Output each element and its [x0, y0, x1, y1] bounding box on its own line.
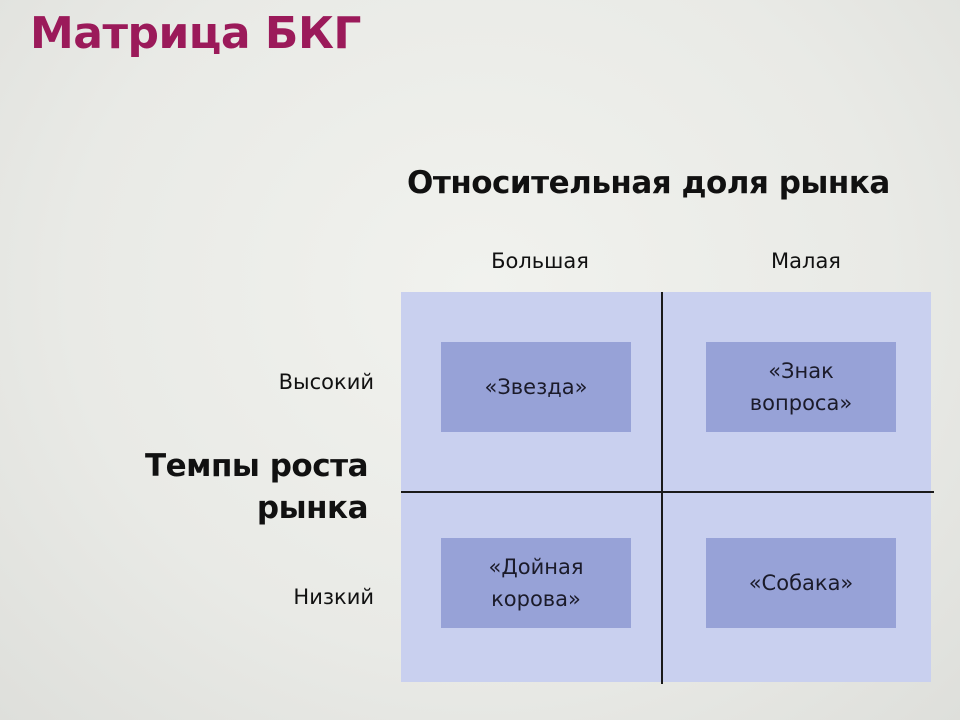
slide-title: Матрица БКГ — [30, 8, 361, 59]
cell-star: «Звезда» — [441, 342, 631, 432]
matrix-horizontal-divider — [401, 491, 934, 493]
cell-question-mark-line-2: вопроса» — [749, 391, 853, 415]
cell-star-line-1: «Звезда» — [484, 375, 588, 399]
matrix-vertical-divider — [661, 292, 663, 684]
row-label-high: Высокий — [278, 370, 374, 394]
cell-cash-cow-line-2: корова» — [491, 587, 581, 611]
row-label-low: Низкий — [293, 585, 374, 609]
cell-question-mark: «Знак вопроса» — [706, 342, 896, 432]
cell-question-mark-line-1: «Знак — [768, 359, 834, 383]
cell-cash-cow-line-1: «Дойная — [488, 555, 584, 579]
cell-cash-cow: «Дойная корова» — [441, 538, 631, 628]
y-axis-title: Темпы роста рынка — [110, 445, 369, 529]
y-axis-title-line-1: Темпы роста — [144, 448, 369, 484]
x-axis-title: Относительная доля рынка — [407, 165, 890, 201]
cell-dog: «Собака» — [706, 538, 896, 628]
column-label-small: Малая — [771, 249, 841, 273]
column-label-large: Большая — [491, 249, 589, 273]
y-axis-title-line-2: рынка — [256, 490, 369, 526]
cell-dog-line-1: «Собака» — [748, 571, 854, 595]
